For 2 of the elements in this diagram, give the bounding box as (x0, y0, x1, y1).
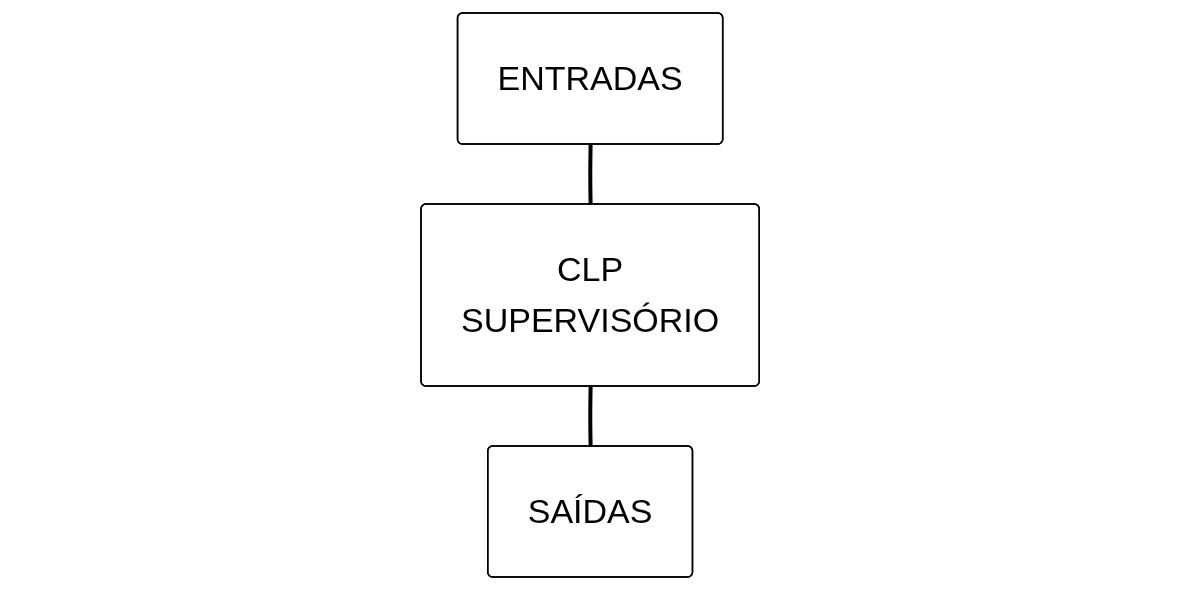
connector (588, 144, 593, 205)
connector (588, 386, 593, 447)
